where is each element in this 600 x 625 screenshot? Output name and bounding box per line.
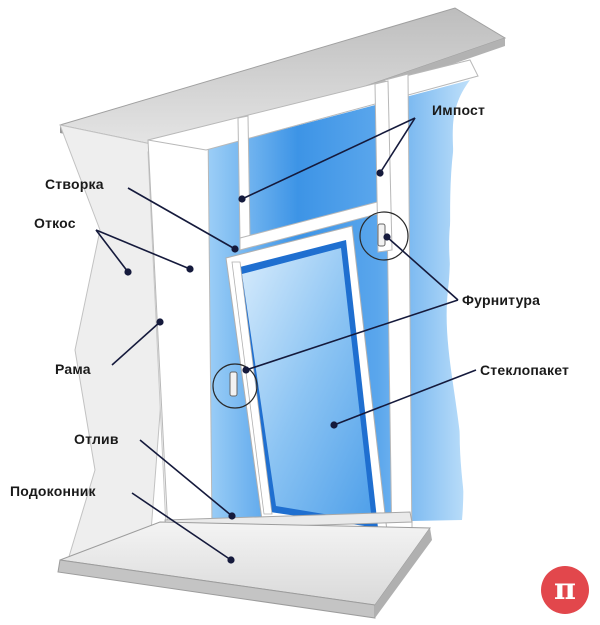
leader-otkos-2 [95, 229, 191, 270]
leader-lines [95, 117, 477, 564]
label-otliv: Отлив [74, 431, 119, 447]
label-furnitura: Фурнитура [462, 292, 541, 308]
label-stvorka: Створка [45, 176, 104, 192]
leader-steklopaket-dot [330, 421, 338, 429]
logo-glyph: π [554, 572, 576, 607]
leader-otliv [139, 439, 233, 517]
window-sill [57, 521, 432, 619]
leader-podokonnik-dot [227, 556, 235, 564]
leader-otkos-1-dot [124, 268, 132, 276]
leader-podokonnik [131, 492, 232, 561]
leader-furnitura-1 [386, 236, 459, 301]
leader-otkos-1 [95, 229, 129, 273]
window-frame [147, 59, 479, 553]
leader-furnitura-2-dot [242, 366, 250, 374]
label-podokonnik: Подоконник [10, 483, 96, 499]
label-steklopaket: Стеклопакет [480, 362, 570, 378]
leader-stvorka-dot [231, 245, 239, 253]
leader-stvorka [127, 187, 236, 250]
leader-furnitura-2 [245, 299, 459, 371]
label-rama: Рама [55, 361, 91, 377]
right-wall [449, 20, 600, 625]
sash [225, 225, 389, 541]
leader-furnitura-1-dot [383, 233, 391, 241]
leader-otkos-2-dot [186, 265, 194, 273]
label-impost: Импост [432, 102, 486, 118]
leader-impost-2 [379, 117, 416, 174]
logo-badge: π [541, 566, 589, 614]
leader-rama-dot [156, 318, 164, 326]
leader-impost-2-dot [376, 169, 384, 177]
leader-otliv-dot [228, 512, 236, 520]
label-otkos: Откос [34, 215, 76, 231]
leader-steklopaket [333, 369, 477, 426]
leader-impost-1 [241, 117, 416, 200]
leader-rama [111, 321, 161, 366]
leader-impost-1-dot [238, 195, 246, 203]
